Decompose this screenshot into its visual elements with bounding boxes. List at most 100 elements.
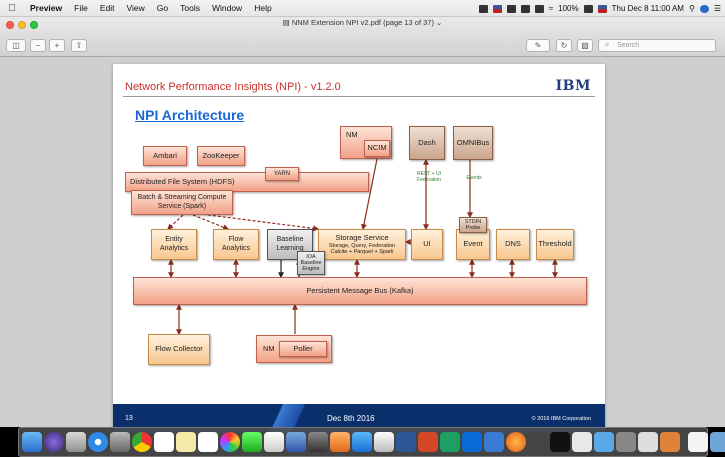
- migration-icon[interactable]: [308, 432, 328, 452]
- architecture-arrows: [167, 158, 558, 336]
- storage-service-subtitle: Storage, Query, Federation: [328, 242, 396, 249]
- poller-box: Poller: [279, 341, 327, 357]
- photos-icon[interactable]: [220, 432, 240, 452]
- apple-menu-icon[interactable]: : [0, 3, 24, 14]
- rest-ui-federation-label: REST + UI Federation: [417, 171, 441, 183]
- markup-pen-button[interactable]: ✎: [526, 39, 550, 52]
- terminal-icon[interactable]: [550, 432, 570, 452]
- server-icon[interactable]: [594, 432, 614, 452]
- menu-tools[interactable]: Tools: [180, 3, 200, 13]
- siri-icon[interactable]: [699, 4, 709, 13]
- messages-icon[interactable]: [242, 432, 262, 452]
- remote-desktop-icon[interactable]: [616, 432, 636, 452]
- word-icon[interactable]: [396, 432, 416, 452]
- app-store-icon[interactable]: [352, 432, 372, 452]
- notification-center-icon[interactable]: ☰: [713, 4, 721, 13]
- numbers-icon[interactable]: [264, 432, 284, 452]
- minimize-window-button[interactable]: [18, 21, 26, 29]
- rotate-button[interactable]: ↻: [556, 39, 572, 52]
- vpn-icon[interactable]: [528, 432, 548, 452]
- flow-analytics-box: Flow Analytics: [213, 229, 259, 260]
- preview-doc-icon[interactable]: [688, 432, 708, 452]
- footer-page-number: 13: [125, 415, 133, 422]
- storage-service-title: Storage Service: [335, 232, 389, 242]
- downloads-folder-icon[interactable]: [710, 432, 725, 452]
- zoom-out-button[interactable]: −: [30, 39, 46, 52]
- powerpoint-icon[interactable]: [418, 432, 438, 452]
- menu-edit[interactable]: Edit: [99, 3, 115, 13]
- menu-file[interactable]: File: [74, 3, 88, 13]
- battery-icon[interactable]: [583, 4, 593, 13]
- dock: [18, 427, 725, 457]
- calendar-icon[interactable]: [154, 432, 174, 452]
- battery-percent[interactable]: 100%: [558, 4, 579, 13]
- firefox-icon[interactable]: [506, 432, 526, 452]
- spotlight-icon[interactable]: ⚲: [688, 4, 695, 13]
- safari-icon[interactable]: [88, 432, 108, 452]
- flag-icon[interactable]: [492, 4, 502, 13]
- footer-date: Dec 8th 2016: [327, 414, 375, 423]
- yarn-box: YARN: [265, 167, 299, 181]
- screen-mirror-icon[interactable]: [478, 4, 488, 13]
- itunes-icon[interactable]: [374, 432, 394, 452]
- event-box: Event: [456, 229, 490, 260]
- dropbox-icon[interactable]: [506, 4, 516, 13]
- files-icon[interactable]: [484, 432, 504, 452]
- honeycomb-app-icon[interactable]: [660, 432, 680, 452]
- stdin-probe-box: STDIN Probe: [459, 217, 487, 233]
- share-button[interactable]: ⇧: [71, 39, 87, 52]
- skype-biz-icon[interactable]: [440, 432, 460, 452]
- menu-window[interactable]: Window: [211, 3, 243, 13]
- threshold-box: Threshold: [536, 229, 574, 260]
- flow-collector-box: Flow Collector: [148, 334, 210, 365]
- menu-bar:  Preview File Edit View Go Tools Window…: [0, 0, 725, 17]
- toolbox-button[interactable]: ▨: [577, 39, 593, 52]
- hdfs-box: Distributed File System (HDFS): [125, 172, 369, 192]
- kafka-message-bus-box: Persistent Message Bus (Kafka): [133, 277, 587, 305]
- bluetooth-icon[interactable]: [534, 4, 544, 13]
- menu-app-name[interactable]: Preview: [30, 3, 63, 13]
- preview-window: ▤ NNM Extension NPI v2.pdf (page 13 of 3…: [0, 17, 725, 433]
- ibooks-icon[interactable]: [330, 432, 350, 452]
- ncim-box: NCIM: [364, 140, 390, 157]
- menu-view[interactable]: View: [126, 3, 145, 13]
- font-book-icon[interactable]: [638, 432, 658, 452]
- window-title: ▤ NNM Extension NPI v2.pdf (page 13 of 3…: [0, 18, 725, 27]
- clock[interactable]: Thu Dec 8 11:00 AM: [611, 4, 684, 13]
- siri-dock-icon[interactable]: [44, 432, 64, 452]
- launchpad-icon[interactable]: [66, 432, 86, 452]
- slide-header: Network Performance Insights (NPI) - v1.…: [125, 81, 341, 93]
- user-icon[interactable]: [520, 4, 530, 13]
- zoom-window-button[interactable]: [30, 21, 38, 29]
- storage-service-box: Storage Service Storage, Query, Federati…: [318, 229, 406, 260]
- storage-service-subtitle-2: Calcite + Parquet + Spark: [330, 248, 394, 255]
- chevron-down-icon[interactable]: ⌄: [433, 18, 443, 27]
- search-input[interactable]: Search: [598, 39, 716, 52]
- stickies-icon[interactable]: [176, 432, 196, 452]
- finder-icon[interactable]: [22, 432, 42, 452]
- outlook-icon[interactable]: [462, 432, 482, 452]
- menu-go[interactable]: Go: [156, 3, 169, 13]
- close-window-button[interactable]: [6, 21, 14, 29]
- zoom-in-button[interactable]: +: [49, 39, 65, 52]
- window-title-text: NNM Extension NPI v2.pdf (page 13 of 37): [291, 18, 434, 27]
- notes-icon[interactable]: [198, 432, 218, 452]
- ibm-logo: IBM: [555, 78, 591, 94]
- keynote-icon[interactable]: [286, 432, 306, 452]
- preferences-icon[interactable]: [572, 432, 592, 452]
- spark-box: Batch & Streaming Compute Service (Spark…: [131, 190, 233, 215]
- wifi-icon[interactable]: ≈: [548, 4, 554, 13]
- menu-help[interactable]: Help: [254, 3, 272, 13]
- pdf-doc-icon: ▤: [282, 18, 292, 27]
- photo-booth-icon[interactable]: [110, 432, 130, 452]
- slide-title: NPI Architecture: [135, 107, 245, 123]
- ui-box: UI: [411, 229, 443, 260]
- input-source-icon[interactable]: [597, 4, 607, 13]
- zookeeper-box: ZooKeeper: [197, 146, 245, 166]
- chrome-icon[interactable]: [132, 432, 152, 452]
- ioa-baseline-engine-box: IOA Baseline Engine: [297, 251, 325, 275]
- sidebar-toggle-button[interactable]: ◫: [6, 39, 26, 52]
- footer-copyright: © 2016 IBM Corporation: [531, 416, 591, 422]
- header-divider: [123, 96, 595, 97]
